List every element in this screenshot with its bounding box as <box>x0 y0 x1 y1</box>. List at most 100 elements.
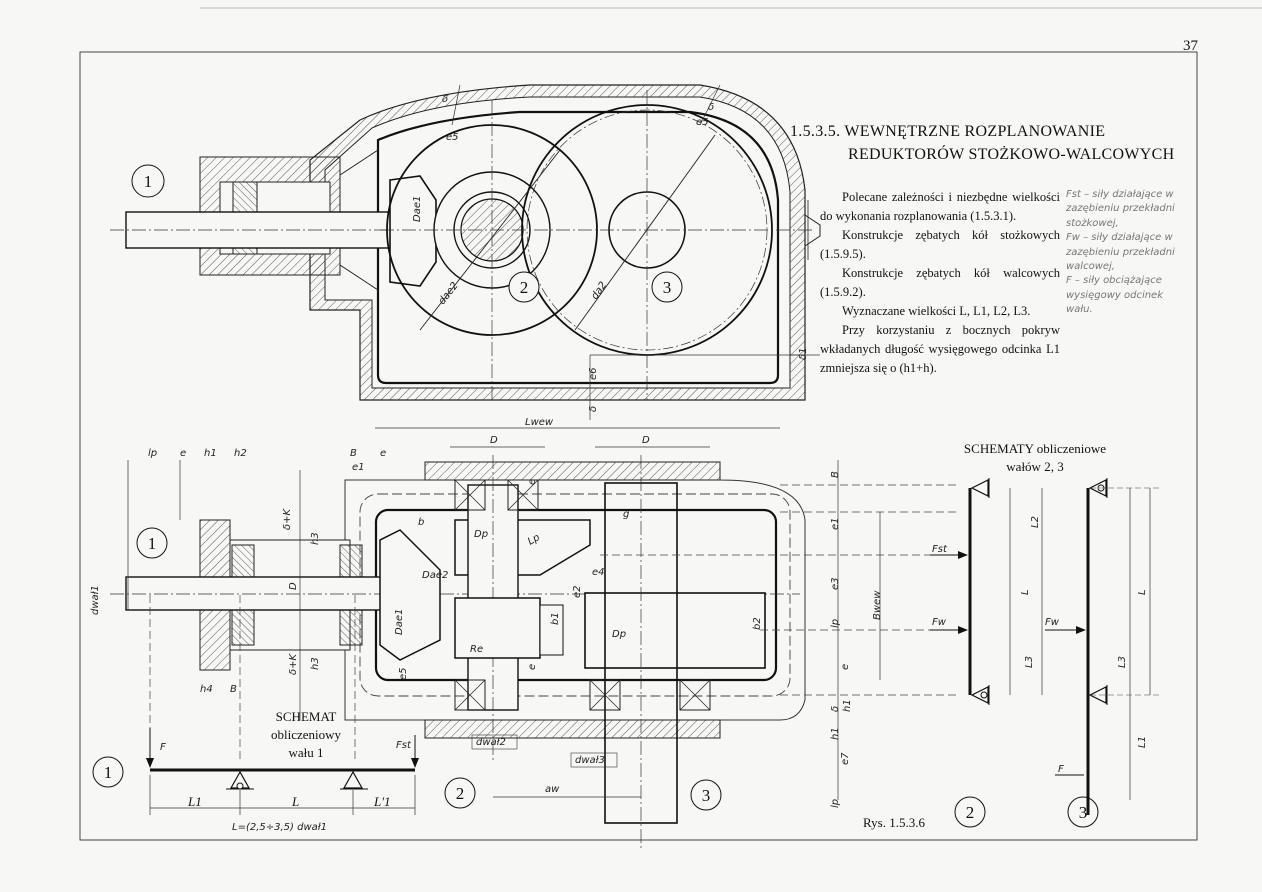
label-L3-schem3: L3 <box>1117 656 1128 668</box>
label-B-right: B <box>830 471 841 478</box>
legend-item-f: F – siły obciążające wysięgowy odcinek w… <box>1066 275 1164 316</box>
label-lp-right-bottom: lp <box>830 799 841 808</box>
label-delta-k-top: δ+K <box>282 508 293 530</box>
label-B-bottom: B <box>230 684 237 695</box>
label-L3: L3 <box>1024 656 1035 668</box>
circle-1-top: 1 <box>144 172 153 191</box>
label-dae1: Dae1 <box>412 196 423 222</box>
circle-1-bottom: 1 <box>148 534 157 553</box>
label-e1-right: e1 <box>830 517 841 530</box>
label-Bwew: Bwew <box>872 590 883 620</box>
circle-2-schem: 2 <box>966 803 975 822</box>
label-L1p-schem1: L'1 <box>373 794 391 809</box>
body-text: Polecane zależności i niezbędne wielkośc… <box>820 188 1060 378</box>
page-frame <box>79 51 1198 841</box>
label-L2: L2 <box>1030 516 1041 528</box>
section-title: 1.5.3.5. WEWNĘTRZNE ROZPLANOWANIE REDUKT… <box>790 120 1174 166</box>
label-b1: b1 <box>550 612 561 625</box>
label-h-right: h1 <box>830 727 841 740</box>
label-h2: h2 <box>234 448 247 459</box>
body-paragraph: Przy korzystaniu z bocznych pokryw wkład… <box>820 323 1060 375</box>
label-lp-right: lp <box>830 619 841 628</box>
label-g: g <box>623 509 629 520</box>
label-delta-right-bottom: δ <box>830 706 841 712</box>
label-L-formula: L=(2,5÷3,5) dwał1 <box>232 822 327 833</box>
label-L1-schem3: L1 <box>1137 736 1148 748</box>
label-Lp: Lp <box>526 532 542 547</box>
label-D-left: D <box>288 582 299 590</box>
label-e-left: e <box>180 448 186 459</box>
label-Re: Re <box>470 644 483 655</box>
schematic-shaft-1: F Fst L1 L L'1 L=(2,5÷3,5) dwał1 <box>146 728 419 833</box>
label-e-mid: e <box>380 448 386 459</box>
label-aw: aw <box>545 784 560 795</box>
circle-labels: 1 2 3 1 1 2 3 2 3 <box>92 164 1099 828</box>
bottom-view: Lwew D D <box>90 417 960 850</box>
label-Fw-schem2: Fw <box>932 617 947 628</box>
label-Dae1-bottom: Dae1 <box>394 609 405 635</box>
label-e-right: e <box>840 664 851 670</box>
figure-caption: Rys. 1.5.3.6 <box>863 815 925 830</box>
label-e5-right: e5 <box>696 117 709 128</box>
label-Dae2: Dae2 <box>422 570 448 581</box>
label-h4: h4 <box>200 684 213 695</box>
schematic-1-line1: SCHEMAT <box>275 709 337 724</box>
label-delta1: δ1 <box>798 348 809 360</box>
label-L-schem1: L <box>291 794 299 809</box>
label-dp-2: Dp <box>612 629 626 640</box>
page-number: 37 <box>1183 38 1198 54</box>
label-D-1: D <box>490 435 498 446</box>
circle-2-top: 2 <box>520 278 529 297</box>
label-e5-bottom: e5 <box>398 667 409 680</box>
label-e7: e7 <box>840 752 851 765</box>
label-delta-k-bottom: δ+K <box>288 653 299 675</box>
label-dwal2: dwał2 <box>476 737 506 748</box>
body-paragraph: Polecane zależności i niezbędne wielkośc… <box>820 190 1060 223</box>
label-Fw-schem3: Fw <box>1045 617 1060 628</box>
schematic-1-title: SCHEMAT obliczeniowy wału 1 <box>246 708 366 762</box>
schematic-1-line2: obliczeniowy <box>270 727 342 742</box>
label-e-low: e <box>527 664 538 670</box>
label-B: B <box>350 448 357 459</box>
body-paragraph: Konstrukcje zębatych kół walcowych (1.5.… <box>820 266 1060 299</box>
label-F-schem3: F <box>1058 764 1064 775</box>
label-F-left: F <box>160 742 166 753</box>
force-legend: Fst – siły działające w zazębieniu przek… <box>1066 188 1186 318</box>
label-delta-right: δ <box>708 102 714 113</box>
circle-3-top: 3 <box>663 278 672 297</box>
label-e1-top: e1 <box>352 462 365 473</box>
schematic-23-line1: SCHEMATY obliczeniowe <box>963 441 1107 456</box>
section-title-line2: REDUKTORÓW STOŻKOWO-WALCOWYCH <box>848 146 1175 163</box>
label-L-schem3: L <box>1137 589 1148 595</box>
label-e5-top: e5 <box>446 132 459 143</box>
circle-3-bottom: 3 <box>702 786 711 805</box>
label-b2: b2 <box>752 617 763 630</box>
circle-3-schem: 3 <box>1079 803 1088 822</box>
label-lwew: Lwew <box>525 417 554 428</box>
label-dwal1: dwał1 <box>90 585 101 615</box>
label-delta-bottom: δ <box>588 406 599 412</box>
schematic-1-line3: wału 1 <box>288 745 324 760</box>
label-dp-1: Dp <box>474 529 488 540</box>
label-lp: lp <box>148 448 157 459</box>
schematic-23-line2: wałów 2, 3 <box>1006 459 1064 474</box>
schematic-23-title: SCHEMATY obliczeniowe wałów 2, 3 <box>950 440 1120 476</box>
circle-1-schem: 1 <box>104 763 113 782</box>
legend-item-fst: Fst – siły działające w zazębieniu przek… <box>1066 189 1175 229</box>
legend-item-fw: Fw – siły działające w zazębieniu przekł… <box>1066 232 1175 273</box>
top-view: δ e5 δ e5 Dae1 dae2 da2 e6 δ δ1 <box>110 84 821 420</box>
body-paragraph: Wyznaczane wielkości L, L1, L2, L3. <box>842 304 1031 318</box>
label-Fst-schem2: Fst <box>932 544 948 555</box>
schematic-shafts-2-3: Fst Fw L2 L L3 Fw F L L3 L1 <box>930 478 1160 815</box>
section-title-line1: 1.5.3.5. WEWNĘTRZNE ROZPLANOWANIE <box>790 123 1106 140</box>
label-h1-top: h1 <box>204 448 217 459</box>
label-e3: e3 <box>830 577 841 590</box>
label-L1-schem1: L1 <box>187 794 202 809</box>
label-D-2: D <box>642 435 650 446</box>
label-h3-bottom: h3 <box>310 657 321 670</box>
label-h1-right: h1 <box>842 699 853 712</box>
label-e6: e6 <box>588 367 599 380</box>
label-delta-top: δ <box>442 94 448 105</box>
label-e-shaft2: e <box>527 479 538 485</box>
